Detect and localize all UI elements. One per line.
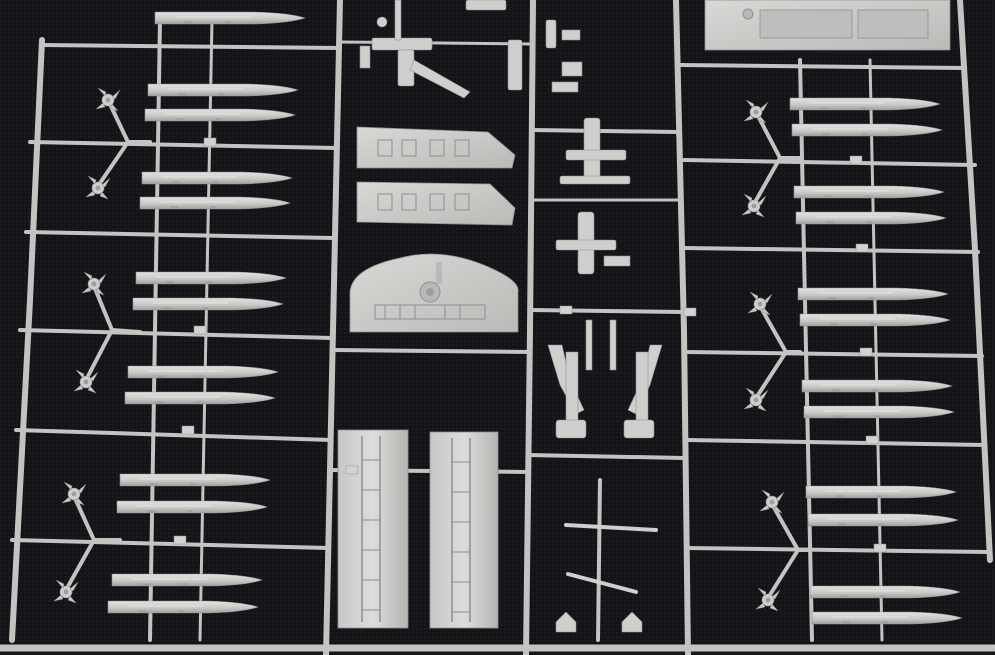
missile-part <box>793 185 945 199</box>
missile-part <box>111 573 263 587</box>
launch-rail-right <box>429 431 499 629</box>
missile-part <box>809 585 961 599</box>
launch-rail-left <box>337 429 409 629</box>
mount-plate <box>704 0 951 51</box>
missile-part <box>789 97 941 111</box>
missile-part <box>139 196 291 210</box>
missile-part <box>141 171 293 185</box>
missile-part <box>801 379 953 393</box>
missile-part <box>807 513 959 527</box>
missile-part <box>799 313 951 327</box>
small-parts-column <box>545 19 631 275</box>
missile-part <box>147 83 299 97</box>
cockpit-bulkhead <box>349 253 519 333</box>
missile-part <box>154 11 306 25</box>
landing-gear-legs <box>547 319 663 439</box>
bottom-small-parts <box>555 611 643 633</box>
missile-part <box>805 485 957 499</box>
left-fin-trees <box>64 98 152 592</box>
missile-part <box>811 611 963 625</box>
missile-part <box>797 287 949 301</box>
missile-part <box>791 123 943 137</box>
antenna-rods <box>564 523 658 594</box>
missile-part <box>127 365 279 379</box>
missile-part <box>119 473 271 487</box>
right-fin-trees <box>752 110 810 600</box>
landing-gear-assembly-top <box>359 0 523 99</box>
missile-part <box>803 405 955 419</box>
missile-part <box>107 600 259 614</box>
missile-part <box>132 297 284 311</box>
missile-part <box>795 211 947 225</box>
missile-part <box>124 391 276 405</box>
missile-part <box>135 271 287 285</box>
missile-part <box>144 108 296 122</box>
wing-panel-lower <box>356 181 516 226</box>
missile-part <box>116 500 268 514</box>
wing-panel-upper <box>356 126 516 169</box>
